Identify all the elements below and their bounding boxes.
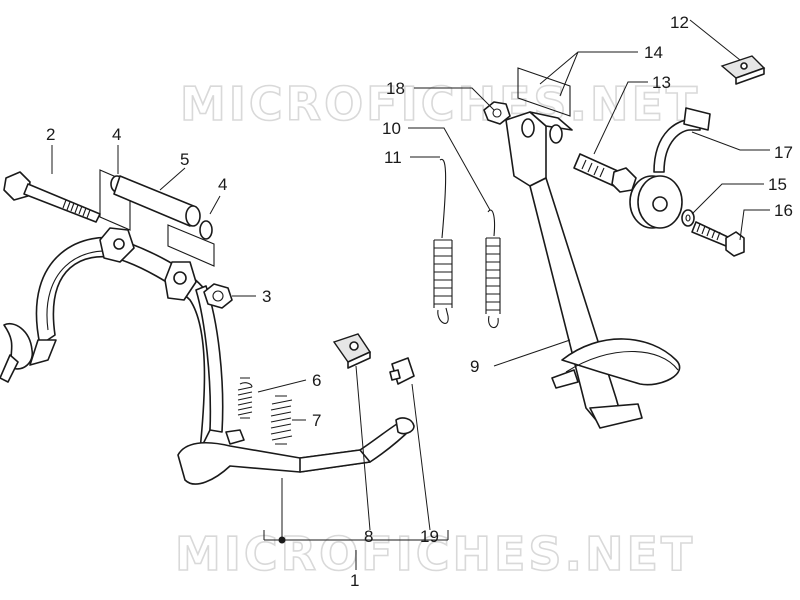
- callout-10: 10: [382, 119, 401, 138]
- callout-2: 2: [46, 125, 55, 144]
- callout-12: 12: [670, 13, 689, 32]
- callout-7: 7: [312, 411, 321, 430]
- callout-1: 1: [350, 571, 359, 590]
- side-stand-part-9: [505, 67, 681, 429]
- callout-13: 13: [652, 73, 671, 92]
- watermark-top: MICROFICHES.NET: [180, 77, 700, 131]
- callout-labels: 2 4 5 4 3 6 7 8 19 1 9 10 11 12 13 14 15…: [46, 13, 793, 590]
- clip-part-12: [720, 55, 766, 85]
- clip-part-19: [389, 357, 415, 385]
- callout-14: 14: [644, 43, 663, 62]
- callout-6: 6: [312, 371, 321, 390]
- main-stand-part-1: [0, 227, 415, 485]
- callout-5: 5: [180, 150, 189, 169]
- callout-11: 11: [384, 148, 402, 167]
- nut-part-18: [483, 101, 511, 125]
- callout-17: 17: [774, 143, 793, 162]
- callout-4b: 4: [218, 175, 227, 194]
- washer-part-15: [681, 209, 695, 227]
- callout-4a: 4: [112, 125, 121, 144]
- spring-part-11: [433, 158, 453, 324]
- callout-19: 19: [420, 527, 439, 546]
- leader-dot: [278, 536, 286, 544]
- switch-part-17: [629, 107, 711, 229]
- spring-part-10: [485, 209, 501, 329]
- callout-8: 8: [364, 527, 373, 546]
- nut-part-3: [203, 283, 233, 309]
- callout-15: 15: [768, 175, 787, 194]
- bolt-part-13: [573, 153, 637, 193]
- leader-lines: [51, 19, 770, 570]
- pad-part-8: [332, 333, 372, 369]
- spring-part-6: [237, 377, 253, 419]
- spring-part-7: [270, 395, 293, 445]
- callout-18: 18: [386, 79, 405, 98]
- tube-part-5: [99, 169, 215, 267]
- callout-3: 3: [262, 287, 271, 306]
- callout-16: 16: [774, 201, 793, 220]
- watermark-bottom: MICROFICHES.NET: [175, 527, 695, 581]
- bolt-part-2: [3, 171, 101, 223]
- callout-9: 9: [470, 357, 479, 376]
- screw-part-16: [691, 221, 745, 257]
